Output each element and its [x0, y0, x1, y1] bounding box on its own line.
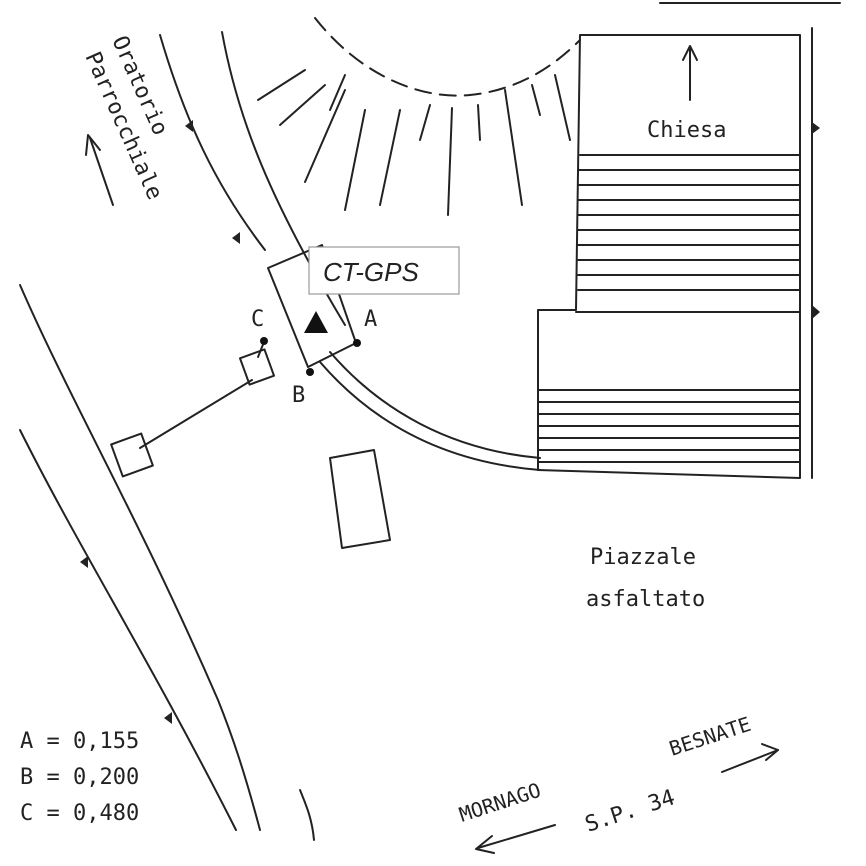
besnate-label: BESNATE — [666, 712, 754, 761]
besnate-arrow-head — [761, 743, 779, 761]
piazzale-label-line1: Piazzale — [590, 545, 696, 570]
apse-radial-lines — [257, 69, 571, 216]
driveway-outer — [329, 351, 541, 459]
measurement-c: C = 0,480 — [20, 801, 139, 826]
point-a-label: A — [364, 307, 377, 332]
church-stairs-upper — [577, 154, 801, 291]
road-markers — [80, 120, 820, 724]
church-stairs-lower — [537, 389, 801, 463]
point-b-dot — [306, 368, 314, 376]
besnate-arrow-icon — [721, 749, 779, 773]
station-label: CT-GPS — [323, 257, 419, 287]
road-inner-edge-upper — [159, 34, 266, 251]
church-outline — [537, 34, 801, 479]
station-label-box — [308, 246, 460, 295]
point-c-label: C — [251, 307, 264, 332]
sensor-connector — [139, 379, 253, 449]
road-far-edge — [19, 429, 237, 831]
point-a-dot — [353, 339, 361, 347]
road-end-curl — [299, 789, 315, 841]
mornago-arrow-head — [475, 835, 495, 854]
parked-rect — [329, 449, 391, 549]
station-triangle-icon — [304, 311, 328, 333]
point-c-dot — [260, 337, 268, 345]
driveway-inner — [319, 361, 541, 471]
mornago-arrow-icon — [477, 824, 556, 849]
sensor-box-small — [238, 348, 276, 386]
chiesa-label: Chiesa — [647, 118, 726, 143]
oratorio-arrow-icon — [89, 137, 114, 206]
piazzale-label-line2: asfaltato — [586, 587, 705, 612]
point-b-label: B — [292, 383, 305, 408]
oratorio-arrow-head — [85, 134, 101, 156]
measurement-a: A = 0,155 — [20, 729, 139, 754]
sensor-box-large — [110, 432, 154, 478]
mornago-label: MORNAGO — [456, 778, 544, 827]
apse-dashed-outline — [314, 17, 581, 97]
measurement-b: B = 0,200 — [20, 765, 139, 790]
church-arrow-head — [682, 45, 698, 61]
road-label: S.P. 34 — [582, 785, 678, 837]
road-inner-edge-lower — [19, 284, 261, 831]
